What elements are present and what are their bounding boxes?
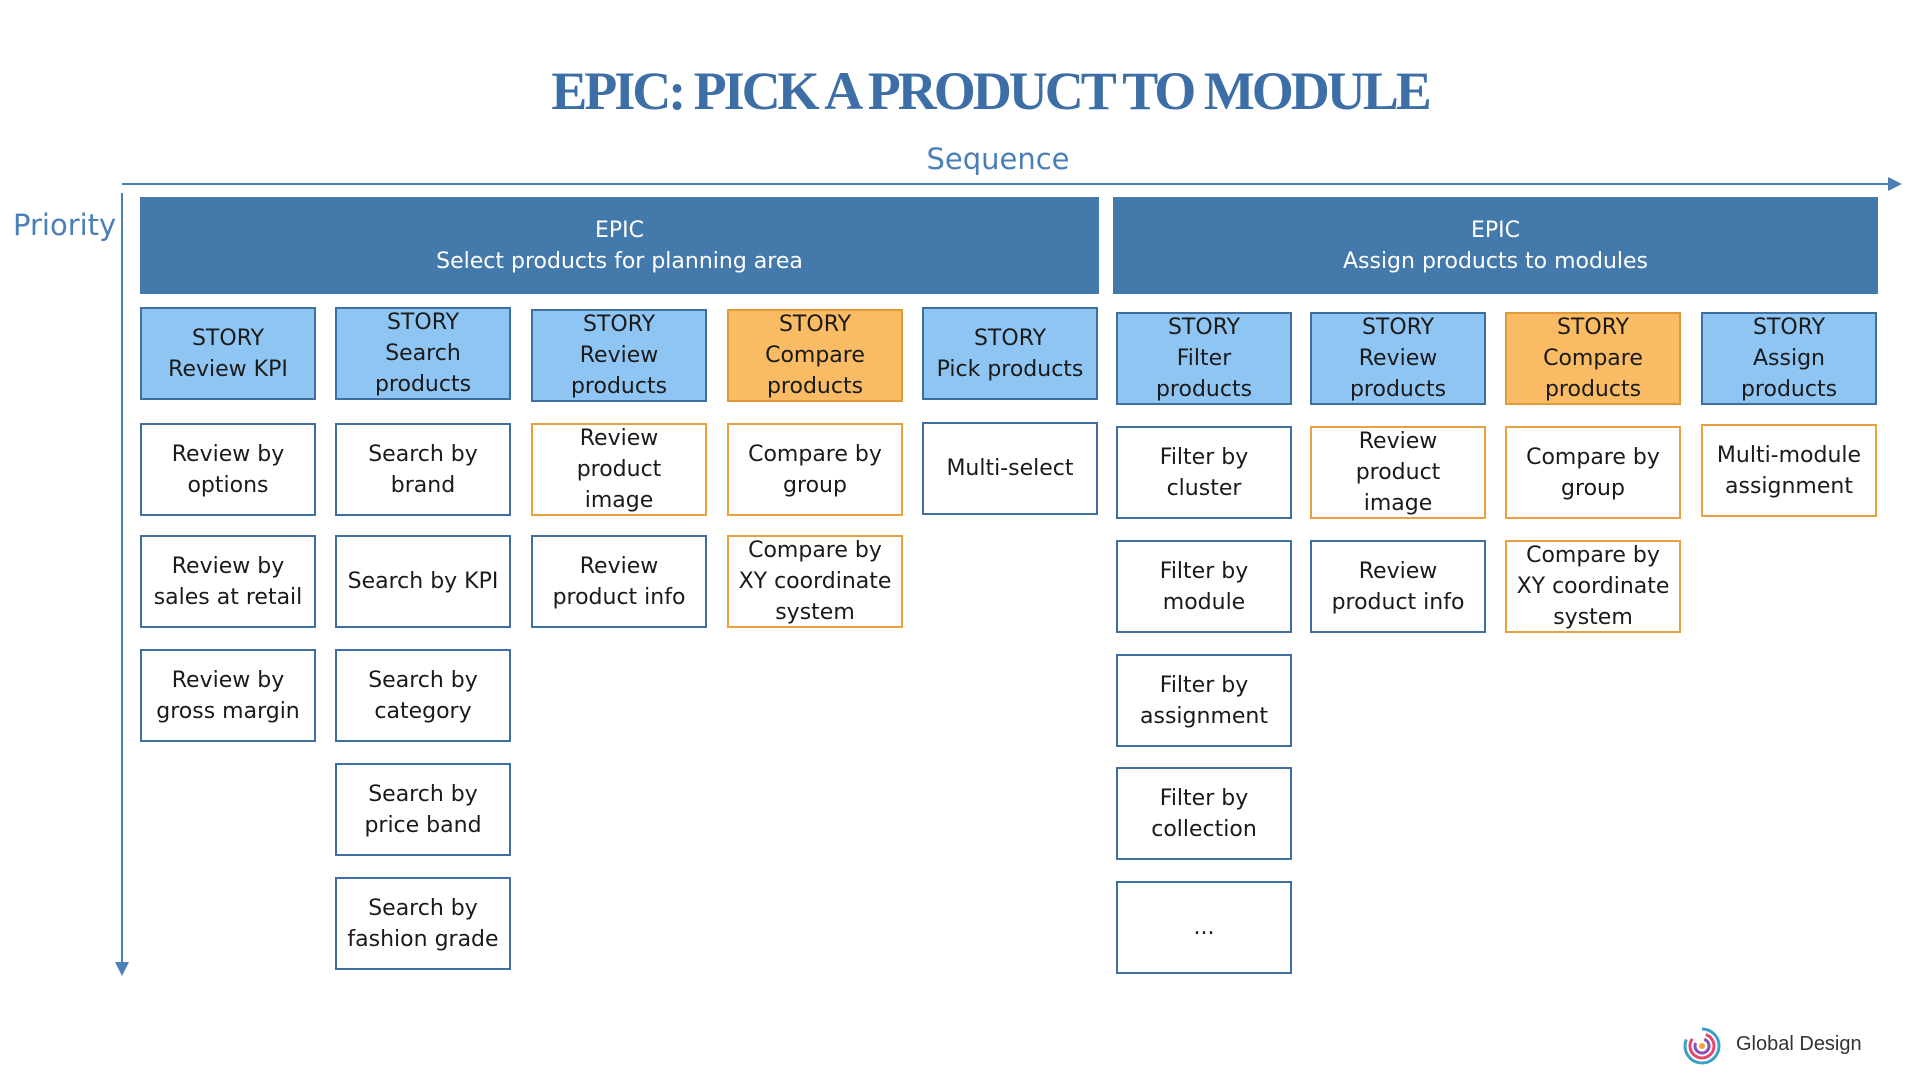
- task-card: ...: [1116, 881, 1292, 974]
- story-card: STORY Compare products: [1505, 312, 1681, 405]
- story-card: STORY Assign products: [1701, 312, 1877, 405]
- priority-axis-line: [121, 193, 123, 963]
- epic-tag: EPIC: [594, 217, 645, 243]
- task-card: Compare by group: [727, 423, 903, 516]
- task-card: Filter by module: [1116, 540, 1292, 633]
- priority-arrow-icon: [115, 962, 129, 976]
- task-card: Review product info: [531, 535, 707, 628]
- task-card: Multi-select: [922, 422, 1098, 515]
- swirl-logo-icon: [1683, 1027, 1721, 1065]
- task-card: Review by sales at retail: [140, 535, 316, 628]
- task-card: Review by options: [140, 423, 316, 516]
- task-card: Search by KPI: [335, 535, 511, 628]
- sequence-axis-line: [122, 183, 1890, 185]
- sequence-arrow-icon: [1888, 177, 1902, 191]
- task-card: Search by category: [335, 649, 511, 742]
- story-card: STORY Compare products: [727, 309, 903, 402]
- story-card: STORY Filter products: [1116, 312, 1292, 405]
- task-card: Review product image: [1310, 426, 1486, 519]
- task-card: Filter by cluster: [1116, 426, 1292, 519]
- sequence-axis-label: Sequence: [926, 142, 1070, 176]
- story-card: STORY Review KPI: [140, 307, 316, 400]
- task-card: Compare by XY coordinate system: [1505, 540, 1681, 633]
- task-card: Review product image: [531, 423, 707, 516]
- task-card: Filter by assignment: [1116, 654, 1292, 747]
- task-card: Review product info: [1310, 540, 1486, 633]
- task-card: Compare by XY coordinate system: [727, 535, 903, 628]
- task-card: Search by price band: [335, 763, 511, 856]
- task-card: Compare by group: [1505, 426, 1681, 519]
- task-card: Filter by collection: [1116, 767, 1292, 860]
- task-card: Multi-module assignment: [1701, 424, 1877, 517]
- story-card: STORY Review products: [1310, 312, 1486, 405]
- task-card: Search by fashion grade: [335, 877, 511, 970]
- page-title: EPIC: PICK A PRODUCT TO MODULE: [551, 61, 1432, 121]
- story-card: STORY Review products: [531, 309, 707, 402]
- logo-text: Global Design: [1736, 1032, 1862, 1055]
- epic-name: Assign products to modules: [1342, 248, 1649, 274]
- priority-axis-label: Priority: [13, 208, 117, 242]
- epic-name: Select products for planning area: [436, 248, 803, 274]
- story-card: STORY Search products: [335, 307, 511, 400]
- epic-assign-products: EPIC Assign products to modules: [1113, 197, 1878, 294]
- epic-tag: EPIC: [1470, 217, 1521, 243]
- story-card: STORY Pick products: [922, 307, 1098, 400]
- epic-select-products: EPIC Select products for planning area: [140, 197, 1099, 294]
- task-card: Search by brand: [335, 423, 511, 516]
- task-card: Review by gross margin: [140, 649, 316, 742]
- global-design-logo: Global Design: [1680, 1022, 1862, 1066]
